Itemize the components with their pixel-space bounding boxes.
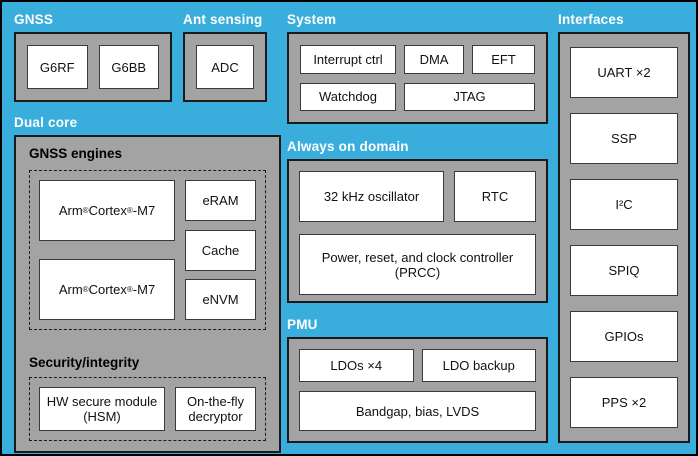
block-adc: ADC (196, 45, 254, 89)
gnss-panel: G6RF G6BB (14, 32, 172, 102)
block-cortex-m7-1: Arm® Cortex®-M7 (39, 180, 175, 241)
top-row-left: GNSS G6RF G6BB Ant sensing ADC (14, 10, 281, 102)
cores-column: Arm® Cortex®-M7 Arm® Cortex®-M7 (39, 180, 175, 320)
pmu-row-1: LDOs ×4 LDO backup (299, 349, 536, 382)
system-row-2: Watchdog JTAG (300, 82, 535, 111)
block-cortex-m7-2: Arm® Cortex®-M7 (39, 259, 175, 320)
block-uart-x2: UART ×2 (570, 47, 678, 98)
gnss-engines-group: Arm® Cortex®-M7 Arm® Cortex®-M7 eRAM Cac… (29, 170, 266, 330)
section-gnss: GNSS G6RF G6BB (14, 10, 172, 102)
system-panel: Interrupt ctrl DMA EFT Watchdog JTAG (287, 32, 548, 124)
block-interrupt-ctrl: Interrupt ctrl (300, 45, 396, 74)
always-on-row-1: 32 kHz oscillator RTC (299, 171, 536, 222)
memories-column: eRAM Cache eNVM (185, 180, 256, 320)
security-integrity-label: Security/integrity (29, 355, 140, 370)
block-bandgap-bias-lvds: Bandgap, bias, LVDS (299, 391, 536, 431)
ant-sensing-label: Ant sensing (183, 12, 263, 27)
block-watchdog: Watchdog (300, 82, 396, 111)
always-on-domain-label: Always on domain (287, 139, 409, 154)
block-ldos-x4: LDOs ×4 (299, 349, 414, 382)
block-gpios: GPIOs (570, 311, 678, 362)
pmu-label: PMU (287, 317, 318, 332)
block-g6rf: G6RF (27, 45, 88, 89)
section-always-on-domain: Always on domain 32 kHz oscillator RTC P… (287, 137, 548, 303)
section-interfaces: Interfaces UART ×2 SSP I²C SPIQ GPIOs PP… (558, 10, 690, 443)
pmu-panel: LDOs ×4 LDO backup Bandgap, bias, LVDS (287, 337, 548, 443)
block-eram: eRAM (185, 180, 256, 221)
block-jtag: JTAG (404, 82, 535, 111)
interfaces-label: Interfaces (558, 12, 624, 27)
right-column: Interfaces UART ×2 SSP I²C SPIQ GPIOs PP… (558, 10, 690, 443)
block-rtc: RTC (454, 171, 536, 222)
block-spiq: SPIQ (570, 245, 678, 296)
section-pmu: PMU LDOs ×4 LDO backup Bandgap, bias, LV… (287, 315, 548, 443)
gnss-engines-label: GNSS engines (29, 146, 123, 161)
block-eft: EFT (472, 45, 535, 74)
section-dual-core: Dual core GNSS engines Arm® Cortex®-M7 A… (14, 113, 281, 453)
block-cache: Cache (185, 229, 256, 271)
block-pps-x2: PPS ×2 (570, 377, 678, 428)
dual-core-label: Dual core (14, 115, 78, 130)
block-g6bb: G6BB (98, 45, 159, 89)
block-ldo-backup: LDO backup (421, 349, 536, 382)
block-hw-secure-module: HW secure module(HSM) (39, 387, 165, 431)
system-label: System (287, 12, 337, 27)
block-i2c: I²C (570, 179, 678, 230)
block-prcc: Power, reset, and clock controller(PRCC) (299, 234, 536, 295)
block-ssp: SSP (570, 113, 678, 164)
section-system: System Interrupt ctrl DMA EFT Watchdog J… (287, 10, 548, 124)
middle-column: System Interrupt ctrl DMA EFT Watchdog J… (287, 10, 548, 443)
section-ant-sensing: Ant sensing ADC (183, 10, 267, 102)
block-dma: DMA (404, 45, 465, 74)
always-on-panel: 32 kHz oscillator RTC Power, reset, and … (287, 159, 548, 303)
block-envm: eNVM (185, 279, 256, 320)
interfaces-panel: UART ×2 SSP I²C SPIQ GPIOs PPS ×2 (558, 32, 690, 443)
gnss-label: GNSS (14, 12, 54, 27)
ant-sensing-panel: ADC (183, 32, 267, 102)
left-column: GNSS G6RF G6BB Ant sensing ADC Dual core… (14, 10, 281, 453)
block-32khz-oscillator: 32 kHz oscillator (299, 171, 444, 222)
system-row-1: Interrupt ctrl DMA EFT (300, 45, 535, 74)
dual-core-panel: GNSS engines Arm® Cortex®-M7 Arm® Cortex… (14, 135, 281, 453)
